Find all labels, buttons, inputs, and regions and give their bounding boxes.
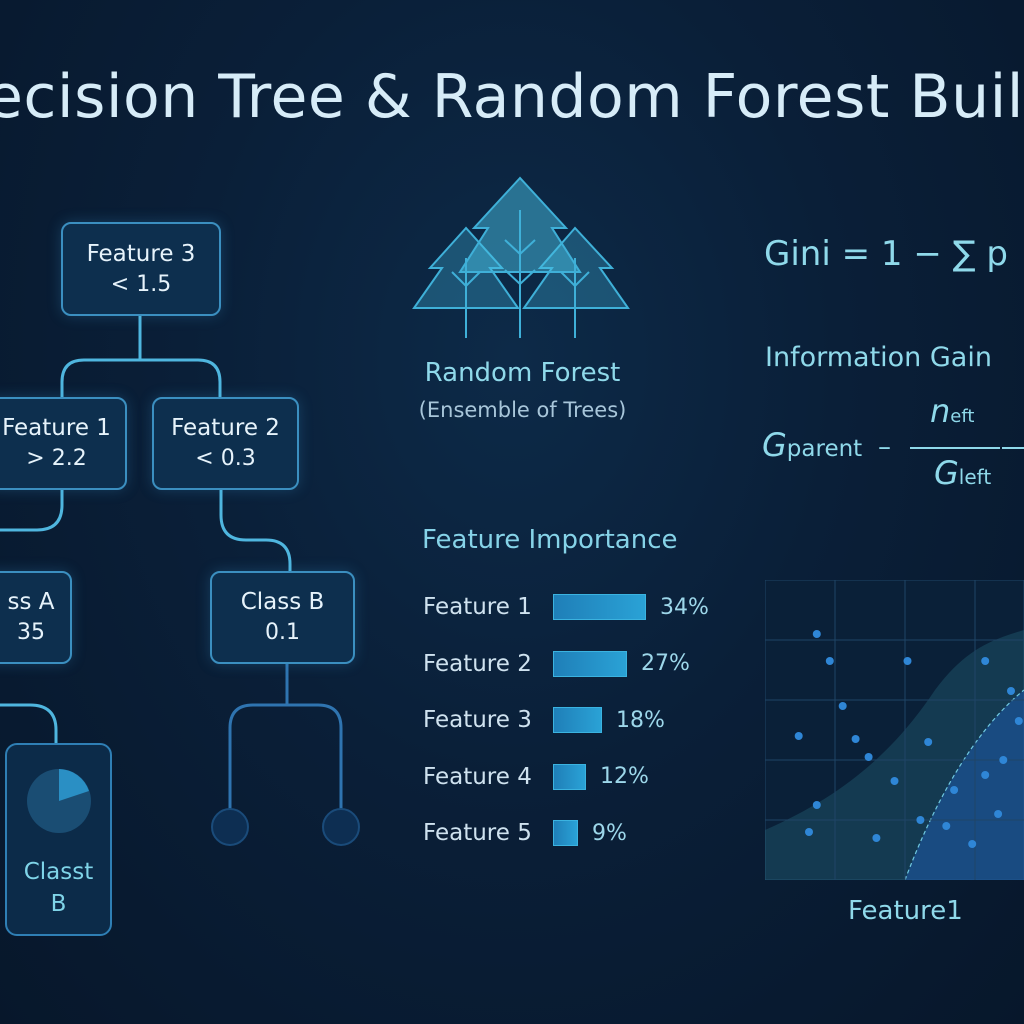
tree-left-node[interactable]: Feature 1 > 2.2 [0,397,127,490]
ig-g-parent: Gparent [762,426,863,464]
leaf-a-connector [0,703,58,745]
region-inner [905,690,1024,880]
data-point [872,834,881,842]
chart-x-label: Feature1 [848,896,963,926]
decision-boundary-chart [765,580,1024,880]
data-point [825,657,834,665]
feature-importance-value: 27% [641,651,690,676]
data-point [1014,717,1023,725]
gini-formula: Gini = 1 − ∑ p [764,234,1008,274]
tree-right-node[interactable]: Feature 2 < 0.3 [152,397,299,490]
feature-importance-bar [553,594,646,620]
forest-title: Random Forest [424,358,621,388]
feature-importance-row: Feature 4 12% [423,760,649,794]
data-point [812,801,821,809]
tree-leaf-class-a[interactable]: ss A 35 [0,571,72,664]
data-point [981,657,990,665]
feature-importance-value: 18% [616,707,665,733]
data-point [999,756,1008,764]
right-connector [219,490,292,572]
forest-subtitle: (Ensemble of Trees) [418,398,627,422]
data-point [950,786,959,794]
feature-importance-bar [553,763,586,790]
feature-importance-row: Feature 3 18% [423,703,665,737]
tree-leaf-pie[interactable]: Classt B [5,743,112,936]
data-point [968,840,977,848]
feature-importance-label: Feature 2 [423,650,532,677]
tree-root-node[interactable]: Feature 3 < 1.5 [61,222,221,316]
feature-importance-bar [553,650,627,677]
feature-importance-row: Feature 1 34% [423,590,709,624]
root-connector [60,316,222,400]
feature-importance-label: Feature 5 [423,820,532,846]
data-point [924,738,933,746]
data-point [838,702,847,710]
data-point [805,828,813,836]
feature-importance-title: Feature Importance [422,525,678,555]
leaf-dot-left [211,808,249,846]
data-point [851,735,860,743]
info-gain-title: Information Gain [765,342,992,373]
decision-boundary [904,689,1024,880]
data-point [916,816,925,824]
data-point [794,732,803,740]
feature-importance-bar [553,707,602,733]
forest-trunks [451,210,590,338]
data-point [812,630,821,638]
tree-leaf-class-b[interactable]: Class B 0.1 [210,571,355,664]
feature-importance-label: Feature 3 [423,707,532,733]
pie-icon [27,769,91,833]
data-point [981,771,990,779]
page-title: ecision Tree & Random Forest Builde [0,62,1024,132]
feature-importance-value: 34% [660,594,709,620]
ig-denominator: Gleft [934,454,992,492]
leaf-dot-right [322,808,360,846]
data-point [942,822,951,830]
feature-importance-bar [553,820,578,846]
data-point [1007,687,1015,695]
feature-importance-value: 9% [592,820,627,846]
feature-importance-value: 12% [600,764,649,789]
feature-importance-row: Feature 5 9% [423,816,627,850]
ig-minus: – [878,432,891,462]
feature-importance-row: Feature 2 27% [423,647,690,681]
left-connector [0,490,64,532]
ig-numerator: neft [930,392,975,430]
feature-importance-label: Feature 4 [423,763,532,790]
feature-importance-label: Feature 1 [423,594,532,620]
data-point [890,777,899,785]
data-point [994,810,1003,818]
data-point [903,657,912,665]
leaf-b-connector [228,664,343,810]
data-point [864,753,873,761]
